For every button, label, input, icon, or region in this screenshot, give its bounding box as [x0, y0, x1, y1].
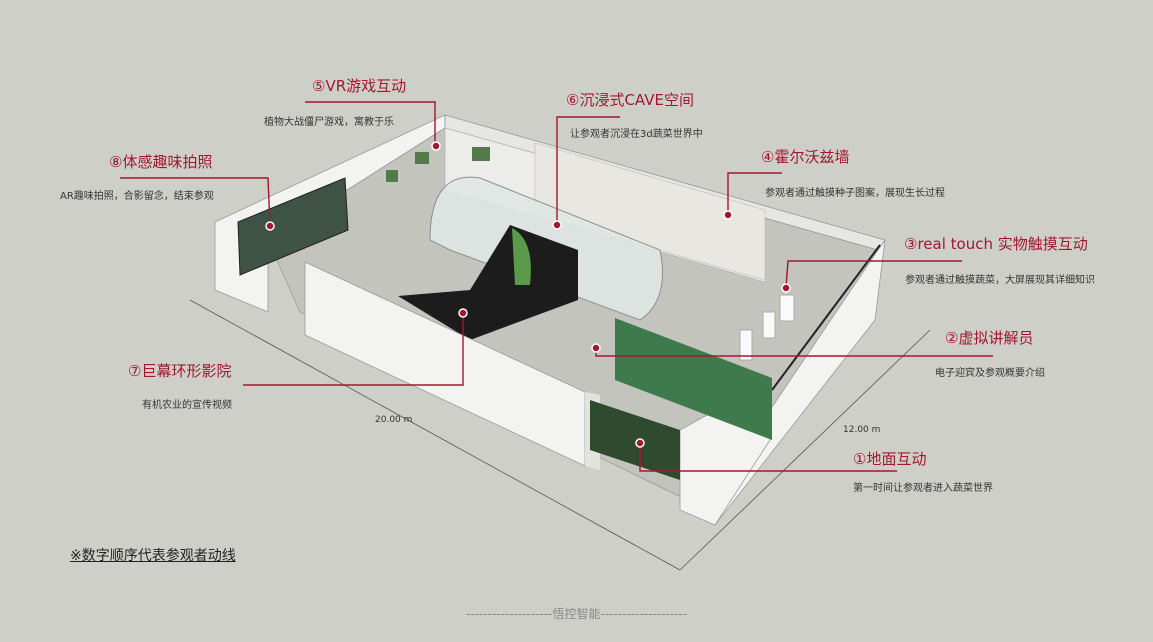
- callout-lines: [120, 101, 993, 472]
- callout-title-8: ⑧体感趣味拍照: [109, 153, 213, 171]
- holzwarth-wall: [534, 142, 766, 281]
- touch-pedestal: [779, 294, 795, 322]
- dimension-length: 20.00 m: [375, 415, 413, 425]
- vr-screen: [415, 152, 429, 164]
- callout-desc-8: AR趣味拍照，合影留念，结束参观: [60, 191, 214, 202]
- callout-desc-6: 让参观者沉浸在3d蔬菜世界中: [570, 129, 703, 140]
- callout-title-4: ④霍尔沃兹墙: [761, 148, 850, 166]
- callout-desc-2: 电子迎宾及参观概要介绍: [935, 368, 1045, 379]
- touch-pedestal: [739, 329, 753, 361]
- cinema-screen-image: [512, 228, 531, 285]
- callout-desc-4: 参观者通过触摸种子图案，展现生长过程: [765, 188, 945, 199]
- ar-photo-screen: [237, 177, 349, 276]
- route-note: ※数字顺序代表参观者动线: [70, 548, 236, 564]
- callout-title-6: ⑥沉浸式CAVE空间: [566, 91, 694, 109]
- callout-title-2: ②虚拟讲解员: [945, 329, 1034, 347]
- callout-desc-7: 有机农业的宣传视频: [142, 400, 232, 411]
- cinema-screen: [398, 225, 578, 340]
- dimension-lines: [189, 299, 931, 571]
- footer-brand: --------------------悟控智能----------------…: [465, 607, 688, 621]
- dimension-width: 12.00 m: [843, 425, 881, 435]
- interactive-floor: [590, 400, 680, 480]
- callout-desc-1: 第一时间让参观者进入蔬菜世界: [853, 483, 993, 494]
- callout-title-3: ③real touch 实物触摸互动: [904, 235, 1088, 253]
- callout-title-1: ①地面互动: [853, 450, 927, 468]
- callout-dots: [265, 141, 791, 448]
- callout-desc-3: 参观者通过触摸蔬菜，大屏展现其详细知识: [905, 275, 1095, 286]
- callout-title-7: ⑦巨幕环形影院: [128, 362, 232, 380]
- green-wall: [615, 318, 772, 440]
- callout-title-5: ⑤VR游戏互动: [312, 77, 407, 95]
- vr-screen: [472, 147, 490, 161]
- touch-pedestal: [762, 311, 776, 339]
- callout-desc-5: 植物大战僵尸游戏，寓教于乐: [264, 117, 394, 128]
- vr-screen: [386, 170, 398, 182]
